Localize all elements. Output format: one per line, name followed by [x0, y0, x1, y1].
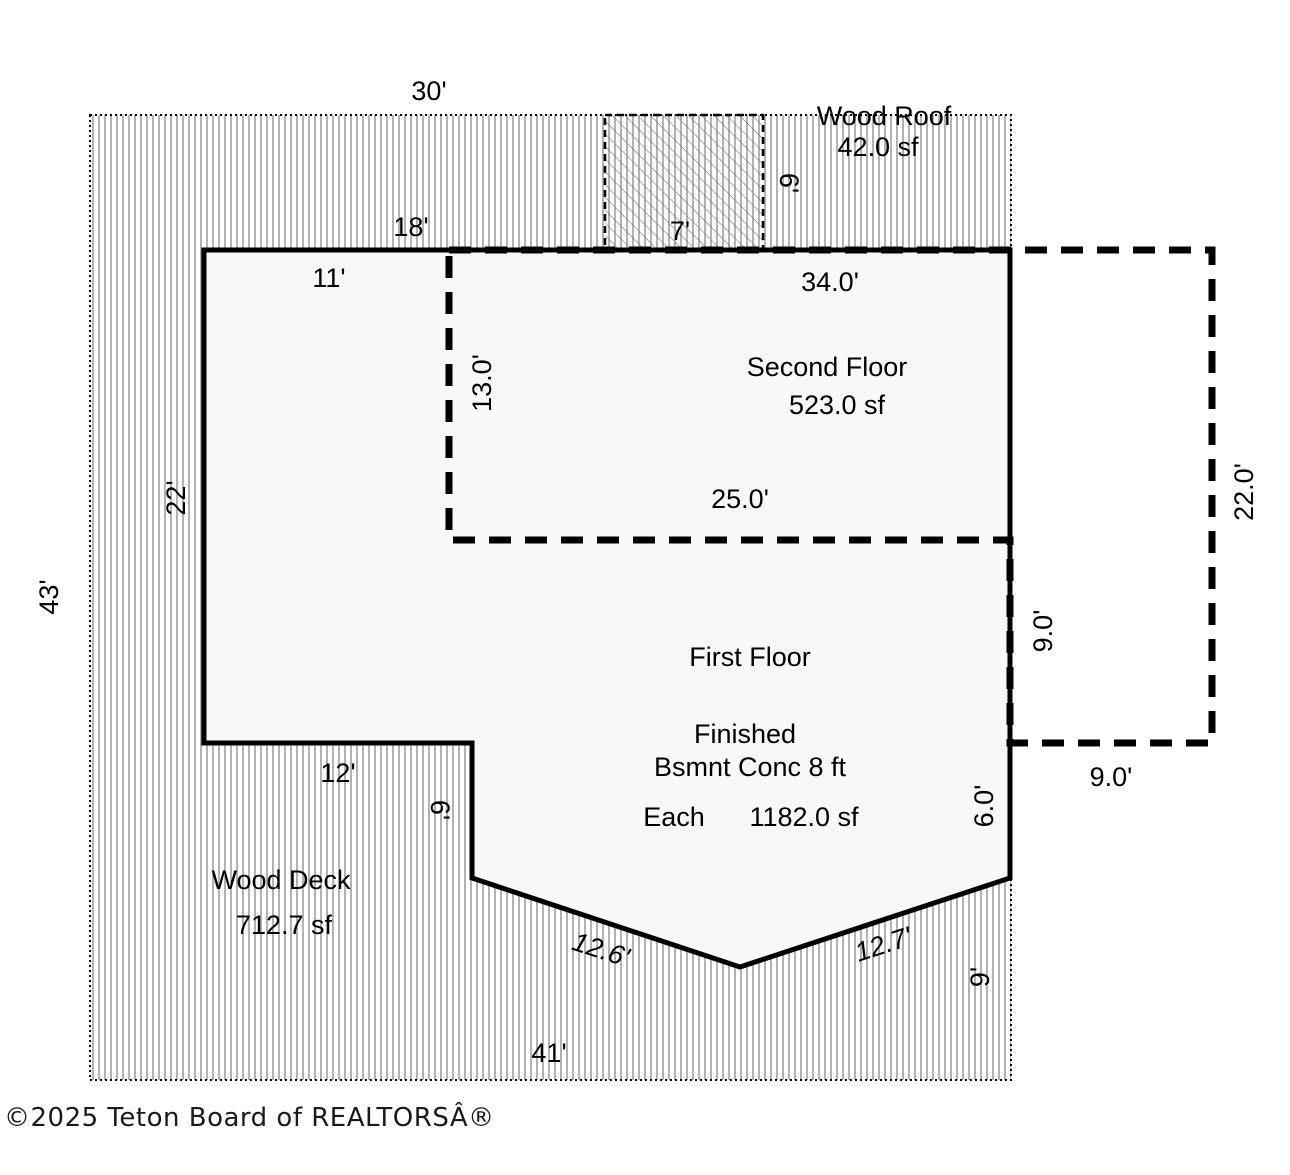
first-floor-area-value: 1182.0 sf [749, 802, 859, 832]
dim-second-right: 22.0' [1229, 463, 1259, 521]
dim-first-top-left: 11' [312, 263, 345, 293]
dim-roof-bottom: 7' [670, 216, 690, 246]
wood-roof-area-value: 42.0 sf [837, 132, 919, 162]
dim-deck-top: 30' [411, 76, 446, 106]
first-floor-name: First Floor [689, 642, 811, 672]
dim-second-left: 13.0' [467, 354, 497, 412]
dim-roof-side: 6' [774, 173, 804, 193]
dim-second-top: 34.0' [801, 267, 859, 297]
first-floor-line1: Finished [694, 719, 796, 749]
second-floor-name: Second Floor [747, 352, 908, 382]
unhatched-area [1011, 250, 1216, 745]
wood-deck-area-value: 712.7 sf [236, 910, 333, 940]
dim-first-bottom-left: 12' [320, 758, 355, 788]
second-floor-area-value: 523.0 sf [789, 390, 886, 420]
dim-second-inner-right: 9.0' [1028, 610, 1058, 653]
copyright-watermark: ©2025 Teton Board of REALTORSÂ® [4, 1103, 495, 1133]
dim-first-notch-right: 6.0' [969, 785, 999, 828]
dim-deck-top-inner: 18' [393, 212, 428, 242]
second-floor-outline [445, 246, 1216, 747]
dim-second-bottom-right: 9.0' [1090, 762, 1133, 792]
first-floor-line2: Bsmnt Conc 8 ft [654, 752, 847, 782]
dim-first-notch-left: 6' [425, 800, 455, 820]
wood-deck-name: Wood Deck [211, 865, 351, 895]
first-floor-each-label: Each [643, 802, 705, 832]
first-floor-outline [201, 247, 1013, 970]
wood-roof-name: Wood Roof [817, 101, 952, 131]
floor-plan-diagram: Wood Roof 42.0 sf Second Floor 523.0 sf … [34, 76, 1259, 1081]
dim-deck-right: 9' [965, 967, 995, 987]
wood-roof-area [603, 113, 765, 252]
dim-deck-left: 43' [34, 579, 64, 614]
dim-second-mid: 25.0' [711, 484, 769, 514]
dim-first-left: 22' [161, 480, 191, 515]
dim-deck-bottom: 41' [531, 1038, 566, 1068]
